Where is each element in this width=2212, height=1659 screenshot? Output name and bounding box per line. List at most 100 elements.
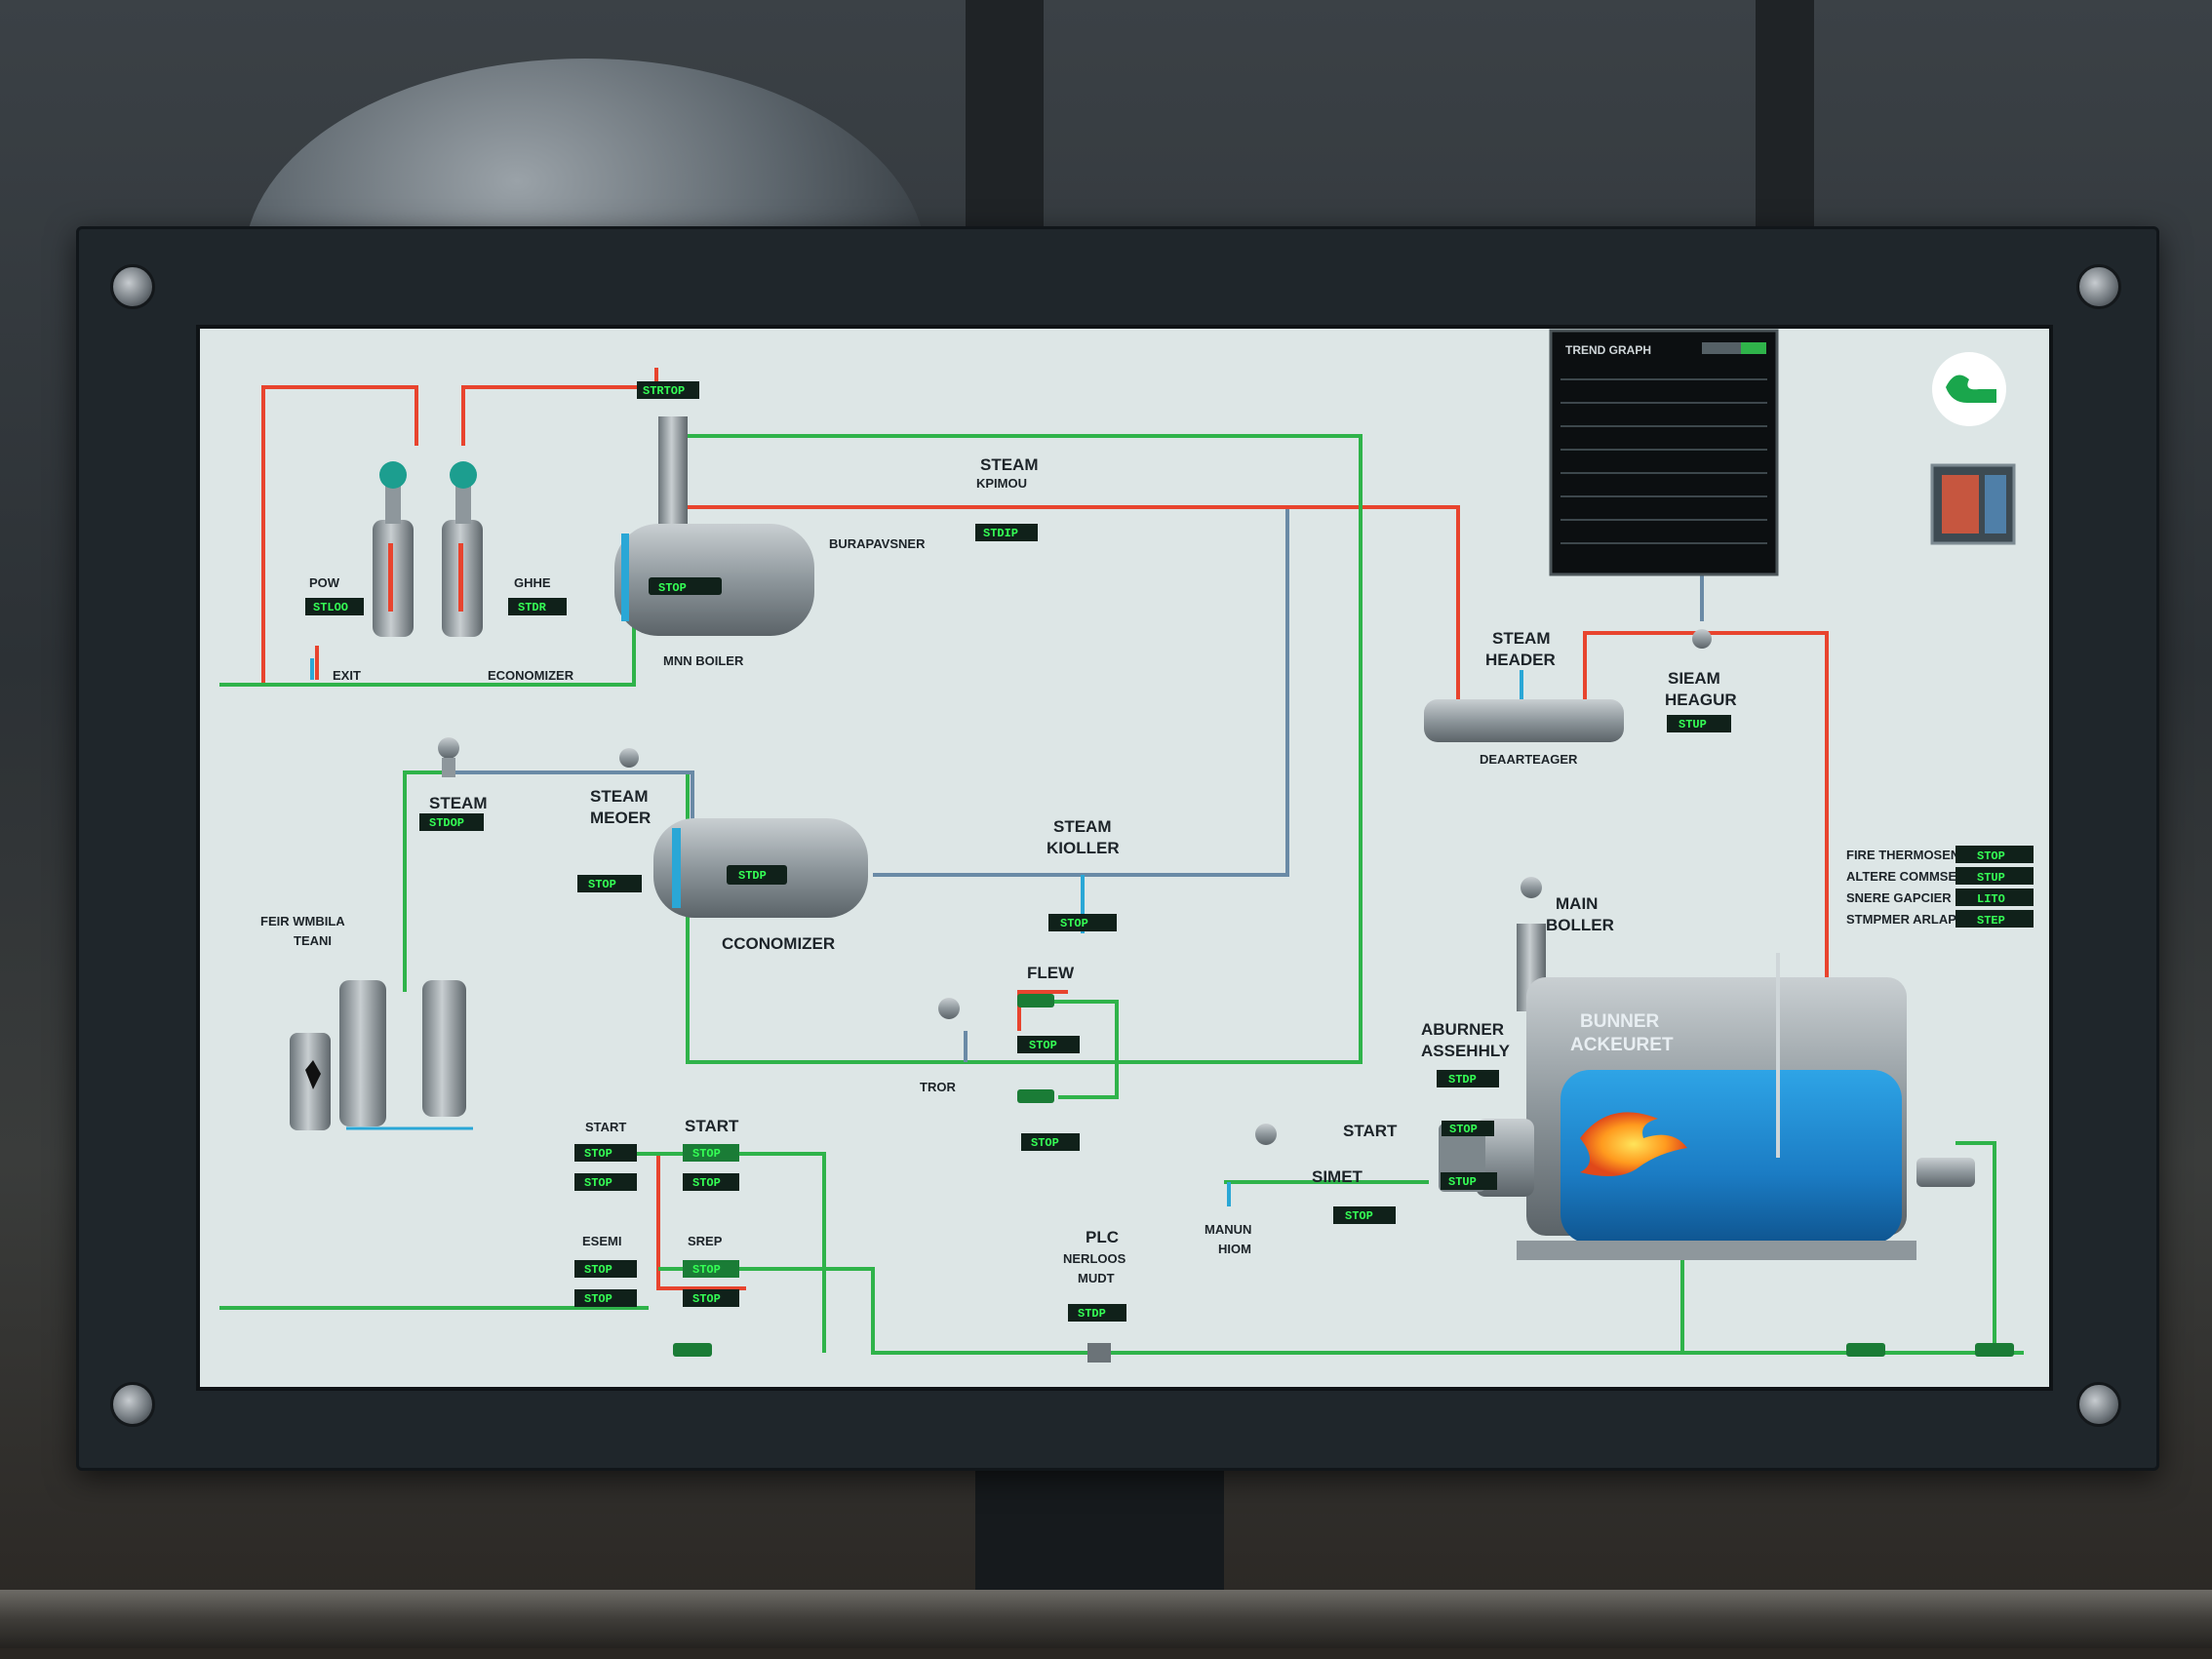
steam-header-right-sublabel: HEAGUR [1665,691,1737,709]
hot-pipe [1017,990,1068,1031]
burner-sublabel: ASSEHHLY [1421,1042,1511,1060]
steam-header-right-label: SIEAM [1668,669,1720,688]
status-display[interactable]: STDOP [419,813,484,831]
svg-text:STOP: STOP [692,1292,721,1306]
steam-header-top-label: STEAM [980,455,1039,474]
svg-text:STOP: STOP [1449,1123,1478,1136]
steam-header-label: STEAM [1492,629,1551,648]
burner-assembly-sublabel: ACKEURET [1570,1035,1674,1055]
gauge-icon [619,748,639,768]
svg-text:STOP: STOP [584,1147,612,1161]
svg-text:STOP: STOP [692,1147,721,1161]
svg-text:STOP: STOP [658,581,687,595]
plc-sublabel-2: MUDT [1078,1271,1115,1285]
status-display[interactable]: STUP [1441,1172,1497,1190]
status-display[interactable]: STLOO [305,598,364,615]
status-display[interactable]: STOP [574,1289,637,1307]
hot-pipe [461,368,658,446]
status-value: STUP [1977,871,2005,885]
hmi-screen: POW GHHE EXIT ECONOMIZER MNN BOILER BURA… [196,325,2053,1391]
svg-text:STLOO: STLOO [313,601,348,614]
status-display[interactable]: STDR [508,598,567,615]
feed-water-tanks[interactable] [290,980,473,1130]
hot-pipe [261,385,418,685]
pump-right-label: GHHE [514,575,551,590]
status-display[interactable]: STOP [651,579,719,595]
settings-panel-icon[interactable] [1930,463,2016,545]
steam-left-label: STEAM [429,794,488,812]
valve-icon[interactable] [1975,1343,2014,1357]
status-display[interactable]: STOP [683,1144,739,1162]
steam-header-sublabel: HEADER [1485,651,1556,669]
cold-pipe [454,770,694,836]
manual-label: MANUN [1205,1222,1251,1237]
status-display[interactable]: STOP [574,1144,637,1162]
status-display[interactable]: STDIP [975,524,1038,541]
status-display[interactable]: STOP [1021,1133,1080,1151]
svg-text:STOP: STOP [584,1263,612,1277]
status-display[interactable]: STOP [1017,1036,1080,1053]
status-display[interactable]: STOP [683,1260,739,1278]
svg-text:STOP: STOP [1060,917,1088,930]
pump-left-label: POW [309,575,340,590]
display-grid: STRTOP STLOO STDR STDIP STOP STDOP STOP … [305,381,1731,1322]
steam-meter-sublabel: MEOER [590,809,651,827]
main-boiler-top-label: MNN BOILER [663,653,744,668]
status-display[interactable]: STOP [574,1260,637,1278]
status-display[interactable]: STOP [1442,1121,1494,1136]
economizer-label: CCONOMIZER [722,934,835,953]
status-display[interactable]: STOP [1333,1206,1396,1224]
pump-left[interactable] [373,461,414,637]
status-label: FIRE THERMOSENS [1846,848,1968,862]
feed-water-label: FEIR WMBILA [260,914,345,928]
steam-header-drum[interactable] [1424,699,1624,742]
svg-text:STOP: STOP [1345,1209,1373,1223]
status-display[interactable]: STOP [1048,914,1117,931]
svg-text:STOP: STOP [692,1176,721,1190]
status-display[interactable]: STOP [574,1173,637,1191]
status-list: FIRE THERMOSENS ALTERE COMMSE SNERE GAPC… [1846,846,2034,928]
pump-right[interactable] [442,461,483,637]
main-boiler[interactable] [1439,924,1975,1260]
gauge-icon [1692,629,1712,649]
status-display[interactable]: STOP [683,1289,739,1307]
flew-label: FLEW [1027,964,1075,982]
status-display[interactable]: STDP [729,867,785,883]
ok-pipe [1955,1141,1996,1353]
start-label: START [585,1120,626,1134]
deaerator-label: DEAARTEAGER [1480,752,1578,767]
steam-meter-valve[interactable] [438,737,459,777]
background-pillar [1756,0,1814,226]
status-display[interactable]: STDP [1437,1070,1499,1087]
status-display[interactable]: STOP [683,1173,739,1191]
svg-text:STDOP: STDOP [429,816,464,830]
status-display[interactable]: STRTOP [637,381,699,399]
ok-pipe [658,1267,2024,1355]
main-boiler-top[interactable] [614,416,814,636]
trend-panel[interactable]: TREND GRAPH [1549,329,1779,576]
svg-text:STOP: STOP [1029,1039,1057,1052]
status-label: STMPMER ARLAPRE [1846,912,1974,927]
ok-pipe [686,434,1363,1064]
valve-icon[interactable] [673,1343,712,1357]
status-display[interactable]: STUP [1667,715,1731,732]
feed-water-sublabel: TEANI [294,933,332,948]
status-value: STOP [1977,849,2005,863]
exit-label: EXIT [333,668,361,683]
ok-pipe [219,621,636,687]
svg-text:STOP: STOP [1031,1136,1059,1150]
status-label: SNERE GAPCIER [1846,890,1952,905]
burner-label: ABURNER [1421,1020,1504,1039]
screw-icon [110,264,155,309]
svg-text:STRTOP: STRTOP [643,384,685,398]
boiler-side-label: BURAPAVSNER [829,536,926,551]
ok-pipe [610,1152,826,1353]
status-display[interactable]: STOP [577,875,642,892]
svg-text:STOP: STOP [584,1176,612,1190]
flow-valve[interactable] [938,994,1054,1103]
start-label-2: START [685,1117,739,1135]
status-label: ALTERE COMMSE [1846,869,1956,884]
valve-icon[interactable] [1846,1343,1885,1357]
esemi-label: ESEMI [582,1234,621,1248]
status-display[interactable]: STDP [1068,1304,1126,1322]
